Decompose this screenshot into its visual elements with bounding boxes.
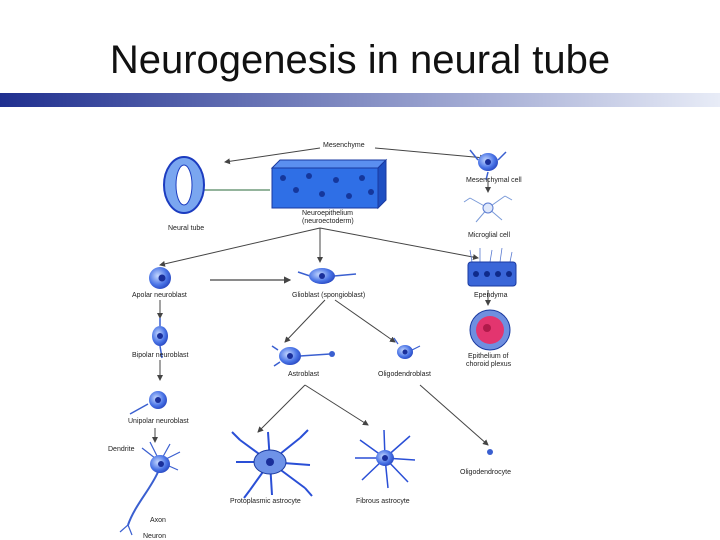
- ependyma-shape: [467, 247, 517, 287]
- label-microglial-cell: Microglial cell: [468, 232, 510, 239]
- apolar-neuroblast-shape: [149, 267, 171, 289]
- label-neuroectoderm: (neuroectoderm): [302, 218, 354, 225]
- unipolar-neuroblast-shape: [129, 391, 167, 415]
- label-astroblast: Astroblast: [288, 371, 319, 378]
- label-neuroepithelium: Neuroepithelium: [302, 210, 353, 217]
- microglial-cell-shape: [463, 195, 513, 223]
- mesenchymal-cell-shape: [469, 149, 507, 181]
- label-fibrous-astrocyte: Fibrous astrocyte: [356, 498, 410, 505]
- label-mesenchymal-cell: Mesenchymal cell: [466, 177, 522, 184]
- slide-title: Neurogenesis in neural tube: [109, 38, 611, 82]
- protoplasmic-astrocyte-shape: [231, 429, 313, 499]
- label-ependyma: Ependyma: [474, 292, 508, 299]
- label-choroid-1: Epithelium of: [468, 353, 509, 360]
- glioblast-shape: [297, 268, 357, 284]
- title-gradient-bar: [0, 93, 720, 107]
- choroid-plexus-shape: [469, 309, 511, 351]
- astroblast-shape: [271, 345, 335, 367]
- bipolar-neuroblast-shape: [152, 318, 168, 359]
- label-bipolar-neuroblast: Bipolar neuroblast: [132, 352, 188, 359]
- neuroepithelium-block: [270, 158, 388, 210]
- label-axon: Axon: [150, 517, 166, 524]
- label-mesenchyme: Mesenchyme: [323, 142, 365, 149]
- neuron-shape: [119, 441, 181, 536]
- label-neuron: Neuron: [143, 533, 166, 540]
- label-choroid-2: choroid plexus: [466, 361, 512, 368]
- label-unipolar-neuroblast: Unipolar neuroblast: [128, 418, 189, 425]
- diagram-labels: Mesenchyme Mesenchymal cell Neural tube …: [108, 142, 522, 540]
- diagram-arrows: [152, 147, 491, 446]
- label-glioblast: Glioblast (spongioblast): [292, 292, 365, 299]
- label-protoplasmic-astrocyte: Protoplasmic astrocyte: [230, 498, 301, 505]
- neural-tube-shape: [163, 156, 205, 214]
- label-dendrite: Dendrite: [108, 446, 135, 453]
- oligodendrocyte-shape: [487, 449, 493, 455]
- fibrous-astrocyte-shape: [355, 429, 416, 489]
- label-apolar-neuroblast: Apolar neuroblast: [132, 292, 187, 299]
- label-oligodendroblast: Oligodendroblast: [378, 371, 431, 378]
- oligodendroblast-shape: [393, 337, 421, 359]
- label-neural-tube: Neural tube: [168, 225, 204, 232]
- label-oligodendrocyte: Oligodendrocyte: [460, 469, 511, 476]
